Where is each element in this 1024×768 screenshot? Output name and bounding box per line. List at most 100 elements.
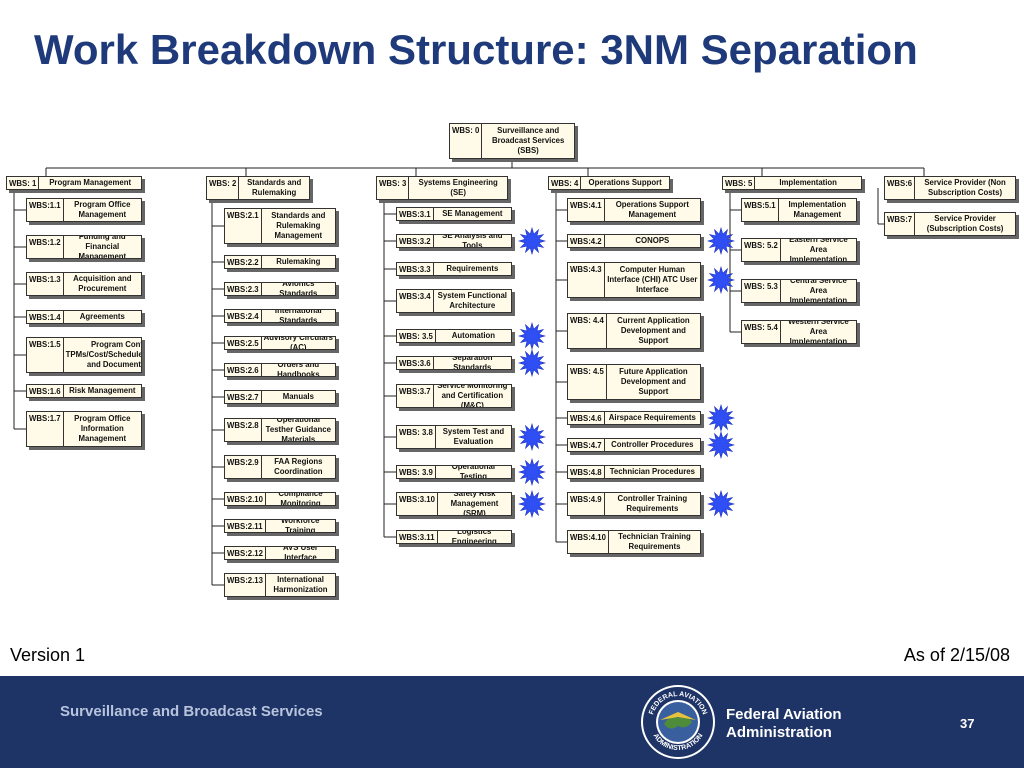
wbs-label: Agreements xyxy=(79,312,125,321)
wbs-label: International Standards xyxy=(274,309,322,323)
wbs-label: Controller Training Requirements xyxy=(617,494,688,513)
wbs-code: WBS: 4.4 xyxy=(568,314,607,348)
agency-name-line1: Federal Aviation xyxy=(726,706,842,723)
wbs-code: WBS:2.10 xyxy=(225,493,266,505)
agency-name-line2: Administration xyxy=(726,724,832,741)
wbs-label: Requirements xyxy=(446,264,499,273)
wbs-item-box: WBS:2.6 Orders and Handbooks xyxy=(224,363,336,377)
wbs-code: WBS:1.2 xyxy=(27,236,64,258)
wbs-label: International Harmonization xyxy=(273,575,328,594)
wbs-code: WBS:4.3 xyxy=(568,263,605,297)
wbs-label: Service Provider (Subscription Costs) xyxy=(926,214,1004,233)
wbs-code: WBS:4.8 xyxy=(568,466,605,478)
wbs-label: Operations Support Management xyxy=(615,200,689,219)
agency-name: Federal Aviation Administration xyxy=(726,706,842,742)
wbs-code: WBS:2.9 xyxy=(225,456,262,478)
wbs-item-box: WBS:2.4 International Standards xyxy=(224,309,336,323)
wbs-label: Workforce Training xyxy=(281,519,320,533)
wbs-code: WBS:4.7 xyxy=(568,439,605,451)
wbs-code: WBS:2.12 xyxy=(225,547,266,559)
wbs-label: FAA Regions Coordination xyxy=(274,457,323,476)
starburst-icon xyxy=(707,490,735,518)
wbs-code: WBS:3.10 xyxy=(397,493,438,515)
wbs-item-box: WBS:2.3 Avionics Standards xyxy=(224,282,336,296)
wbs-label: Risk Management xyxy=(69,386,136,395)
wbs-code: WBS:3.11 xyxy=(397,531,438,543)
wbs-label: Logistics Engineering xyxy=(451,530,497,544)
starburst-icon xyxy=(518,227,546,255)
wbs-label: Surveillance and Broadcast Services (SBS… xyxy=(491,126,565,155)
wbs-label: Compliance Monitoring xyxy=(278,492,323,506)
wbs-code: WBS:3.1 xyxy=(397,208,434,220)
wbs-item-box: WBS:2.12 AVS User Interface xyxy=(224,546,336,560)
wbs-label: Funding and Financial Management xyxy=(78,235,127,259)
wbs-label: Central Service Area Implementation xyxy=(789,279,848,303)
wbs-label: Operations Support xyxy=(588,178,662,187)
wbs-code: WBS:4.2 xyxy=(568,235,605,247)
wbs-label: Operational Testher Guidance Materials xyxy=(265,418,331,442)
wbs-label: Rulemaking xyxy=(276,257,321,266)
wbs-code: WBS:3.3 xyxy=(397,263,434,275)
wbs-item-box: WBS:7 Service Provider (Subscription Cost… xyxy=(884,212,1016,236)
wbs-code: WBS:4.10 xyxy=(568,531,609,553)
starburst-icon xyxy=(518,349,546,377)
wbs-item-box: WBS:1.2 Funding and Financial Management xyxy=(26,235,142,259)
wbs-label: Computer Human Interface (CHI) ATC User … xyxy=(607,265,698,294)
wbs-code: WBS: 5.4 xyxy=(742,321,781,343)
wbs-label: Avionics Standards xyxy=(279,282,318,296)
wbs-code: WBS:4.6 xyxy=(568,412,605,424)
wbs-code: WBS:1.3 xyxy=(27,273,64,295)
wbs-code: WBS:7 xyxy=(885,213,916,235)
wbs-code: WBS:3.7 xyxy=(397,385,434,407)
wbs-label: Program Management xyxy=(49,178,132,187)
wbs-code: WBS:2.3 xyxy=(225,283,262,295)
wbs-code: WBS:3.4 xyxy=(397,290,434,312)
wbs-item-box: WBS:2.9 FAA Regions Coordination xyxy=(224,455,336,479)
footer-bar: Surveillance and Broadcast Services FEDE… xyxy=(0,676,1024,768)
wbs-code: WBS:1.5 xyxy=(27,338,64,372)
wbs-label: Separation Standards xyxy=(452,356,493,370)
wbs-label: Implementation xyxy=(779,178,837,187)
wbs-label: Implementation Management xyxy=(788,200,847,219)
wbs-code: WBS:2.6 xyxy=(225,364,262,376)
program-name: Surveillance and Broadcast Services xyxy=(60,703,323,720)
wbs-code: WBS:3.2 xyxy=(397,235,434,247)
wbs-code: WBS:2.4 xyxy=(225,310,262,322)
wbs-label: Orders and Handbooks xyxy=(277,363,320,377)
wbs-label: Advisory Circulars (AC) xyxy=(263,336,333,350)
wbs-item-box: WBS:3.3 Requirements xyxy=(396,262,512,276)
wbs-label: AVS User Interface xyxy=(283,546,318,560)
wbs-label: Automation xyxy=(451,331,496,340)
wbs-label: Manuals xyxy=(282,392,314,401)
starburst-icon xyxy=(518,490,546,518)
wbs-label: Program Control: TPMs/Cost/Schedule/EVM/… xyxy=(65,340,142,369)
